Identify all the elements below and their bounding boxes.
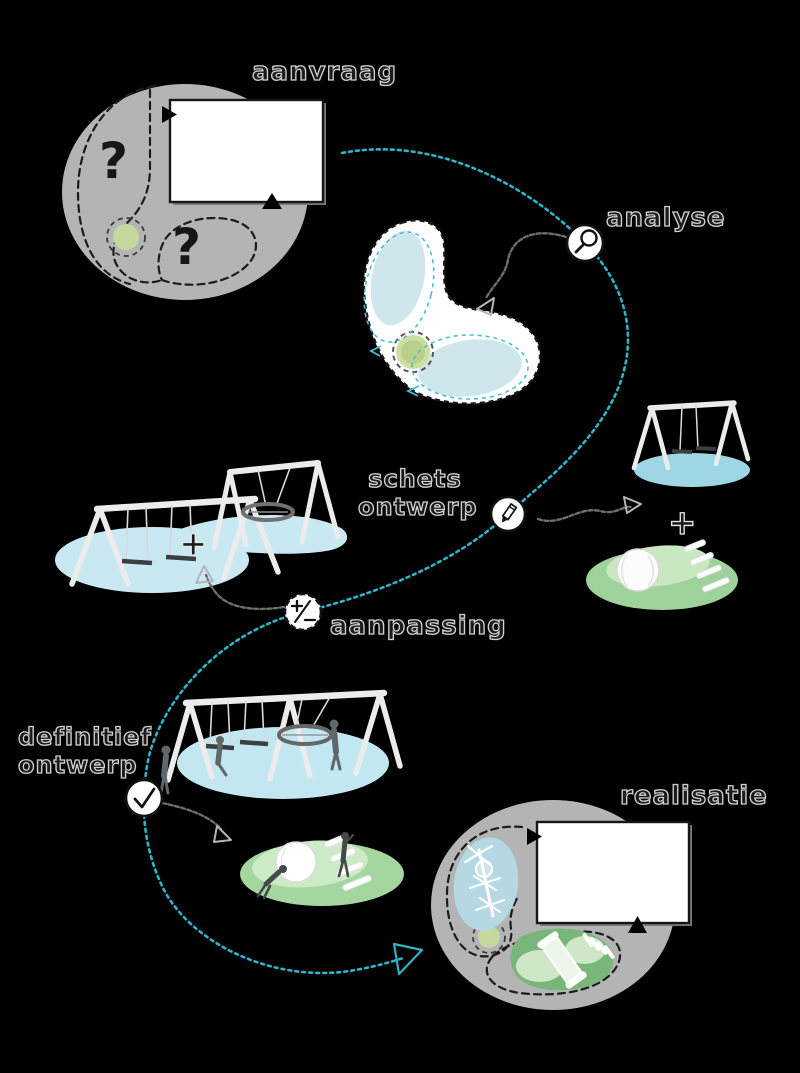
hill-tunnel-ball [275,841,317,883]
magnifier-icon [574,229,598,254]
schets-ontwerp-label: schets ontwerp [357,465,478,521]
arrow-definitief-to-hill [160,801,223,831]
analyse-blob [362,218,542,405]
swing-chains [209,698,265,746]
pencil-icon [501,502,518,523]
plan-view-steps [582,933,615,959]
child-silhouette [215,736,228,777]
aanvraag-label: aanvraag [251,56,398,87]
arrowhead-icon [476,297,495,316]
checkmark-icon [133,787,156,809]
big-swing-frame [165,689,403,783]
aanvraag-photo-frame [162,98,326,209]
definitief-stage-marker [124,778,164,818]
swing-frame [631,400,751,471]
child-silhouette [337,832,355,878]
swing-seat [121,558,153,566]
analysis-flow-loop-2 [411,334,529,400]
swing-chains [679,404,699,451]
nest-basket [277,724,333,746]
question-mark-symbol: ? [99,132,129,190]
flow-arrow-icon [369,345,382,357]
hill-tunnel-ball [616,548,660,592]
sketch-blue-ground-right [634,453,750,487]
sketch-playground-left [55,460,348,593]
site-dashed-zone [157,216,258,286]
ball-line [647,555,654,587]
ball-line [280,847,287,877]
photo-placeholder [535,820,691,925]
ball-line [621,554,628,587]
photo-placeholder [168,98,325,204]
question-mark-symbol: ? [172,218,202,276]
arrowhead-icon [195,565,214,584]
swing-seat [165,554,197,562]
arrowhead-icon [213,825,232,843]
process-flow-curve [142,148,630,975]
analysis-blue-lobe-1 [370,230,426,326]
hill-steps [683,539,730,593]
aanpassing-label: aanpassing [329,610,507,641]
schets-stage-marker [489,495,527,533]
photo-marker-triangle-icon [527,828,542,845]
nest-chain [311,696,331,729]
photo-marker-triangle-icon [162,106,177,123]
nest-chain [295,698,303,729]
analysis-flow-loop-1 [363,231,435,343]
analysis-green-spot-core [401,340,425,364]
definitief-ontwerp-label: definitief ontwerp [17,723,152,779]
analysis-blue-lobe-2 [418,339,522,397]
schets-label-line1: schets [367,465,462,494]
site-dashed-outline-left [76,84,157,286]
definitief-label-line2: ontwerp [17,750,138,779]
child-silhouette [329,719,342,771]
plus-symbol: + [667,503,697,543]
photo-marker-triangle-icon [262,193,282,209]
nest-chain [257,469,267,507]
final-design-hill [240,832,404,906]
swing-seat [671,449,693,454]
nest-basket [241,502,295,522]
site-green-spot [113,224,139,250]
arrow-analyse-to-blob [484,232,568,300]
site-green-spot-dashed-ring [106,217,146,257]
site-dashed-outline-left [445,825,524,958]
final-design-playground [159,689,403,799]
sketch-playground-right [586,400,751,610]
swing-chains [125,503,193,562]
definitief-label-line1: definitief [17,723,152,752]
arrowhead-icon [623,496,642,514]
arrow-aanpassing-to-playground [204,573,286,611]
plus-symbol: + [178,524,208,564]
plan-view-tunnel [537,931,587,989]
flow-arrow-icon [405,385,420,397]
plus-minus-icon [290,599,317,623]
nest-swing-frame [211,460,341,551]
schets-label-line2: ontwerp [357,492,478,521]
realisatie-photo-frame [527,820,692,933]
analyse-stage-marker [565,223,605,263]
swing-seat [695,446,717,451]
realisatie-label: realisatie [619,780,768,811]
swing-seat [239,739,269,747]
plan-view-swing [463,844,506,918]
child-silhouette [256,865,287,900]
photo-marker-triangle-icon [628,916,647,933]
aanpassing-stage-marker [283,592,323,632]
site-dashed-zone [485,930,622,996]
nest-chain [275,467,291,507]
process-flow-arrowhead-icon [392,942,424,976]
analyse-label: analyse [605,202,726,233]
site-green-spot [478,926,500,948]
arrow-schets-to-playground [536,505,633,522]
